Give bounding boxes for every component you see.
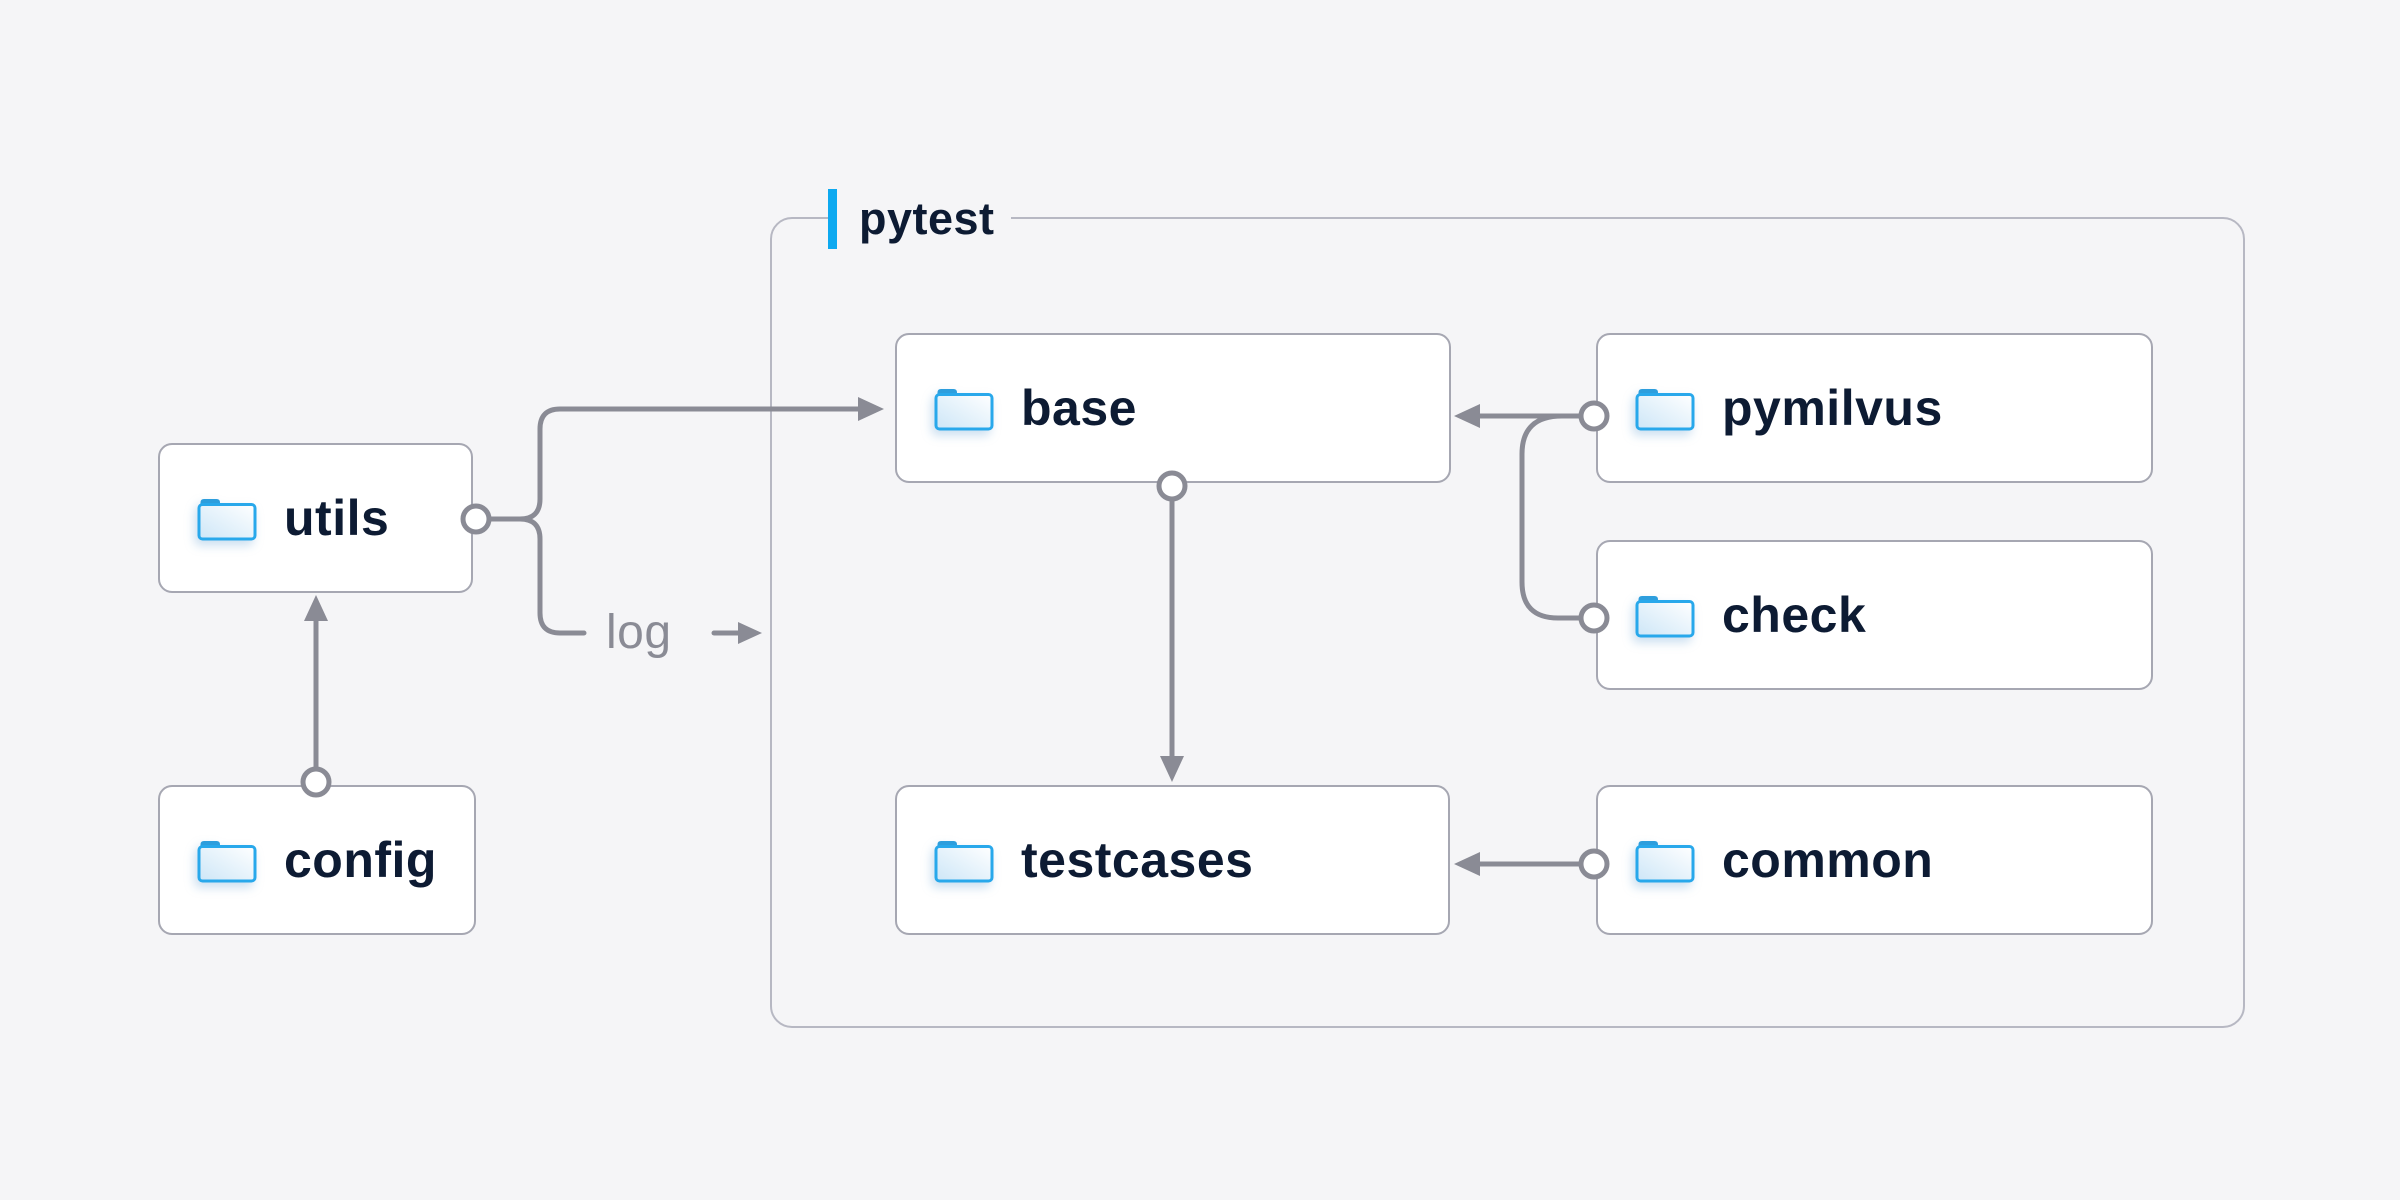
- edge-utils-to-log: [486, 516, 587, 636]
- node-pymilvus: pymilvus: [1596, 333, 2153, 483]
- folder-icon: [1635, 841, 1695, 883]
- node-base: base: [895, 333, 1451, 483]
- node-label: testcases: [1021, 832, 1254, 888]
- accent-bar: [828, 189, 837, 249]
- folder-icon: [197, 499, 257, 541]
- node-label: utils: [284, 490, 390, 546]
- pytest-group-container: pytest: [770, 188, 2245, 1028]
- arrow-up-icon: [304, 595, 328, 621]
- pytest-group-legend: pytest: [828, 188, 1011, 250]
- edge-log-arrow: [711, 622, 762, 644]
- folder-icon: [934, 841, 994, 883]
- node-label: check: [1722, 587, 1867, 643]
- arrow-right-icon: [738, 622, 762, 644]
- node-label: common: [1722, 832, 1934, 888]
- node-label: config: [284, 832, 437, 888]
- edge-label-log: log: [606, 606, 672, 659]
- folder-icon: [1635, 389, 1695, 431]
- folder-icon: [1635, 596, 1695, 638]
- group-title: pytest: [859, 193, 995, 244]
- node-common: common: [1596, 785, 2153, 935]
- node-config: config: [158, 785, 476, 935]
- folder-icon: [197, 841, 257, 883]
- folder-icon: [934, 389, 994, 431]
- node-label: base: [1021, 380, 1137, 436]
- node-label: pymilvus: [1722, 380, 1943, 436]
- node-check: check: [1596, 540, 2153, 690]
- edge-config-to-utils: [304, 595, 328, 772]
- node-utils: utils: [158, 443, 473, 593]
- node-testcases: testcases: [895, 785, 1450, 935]
